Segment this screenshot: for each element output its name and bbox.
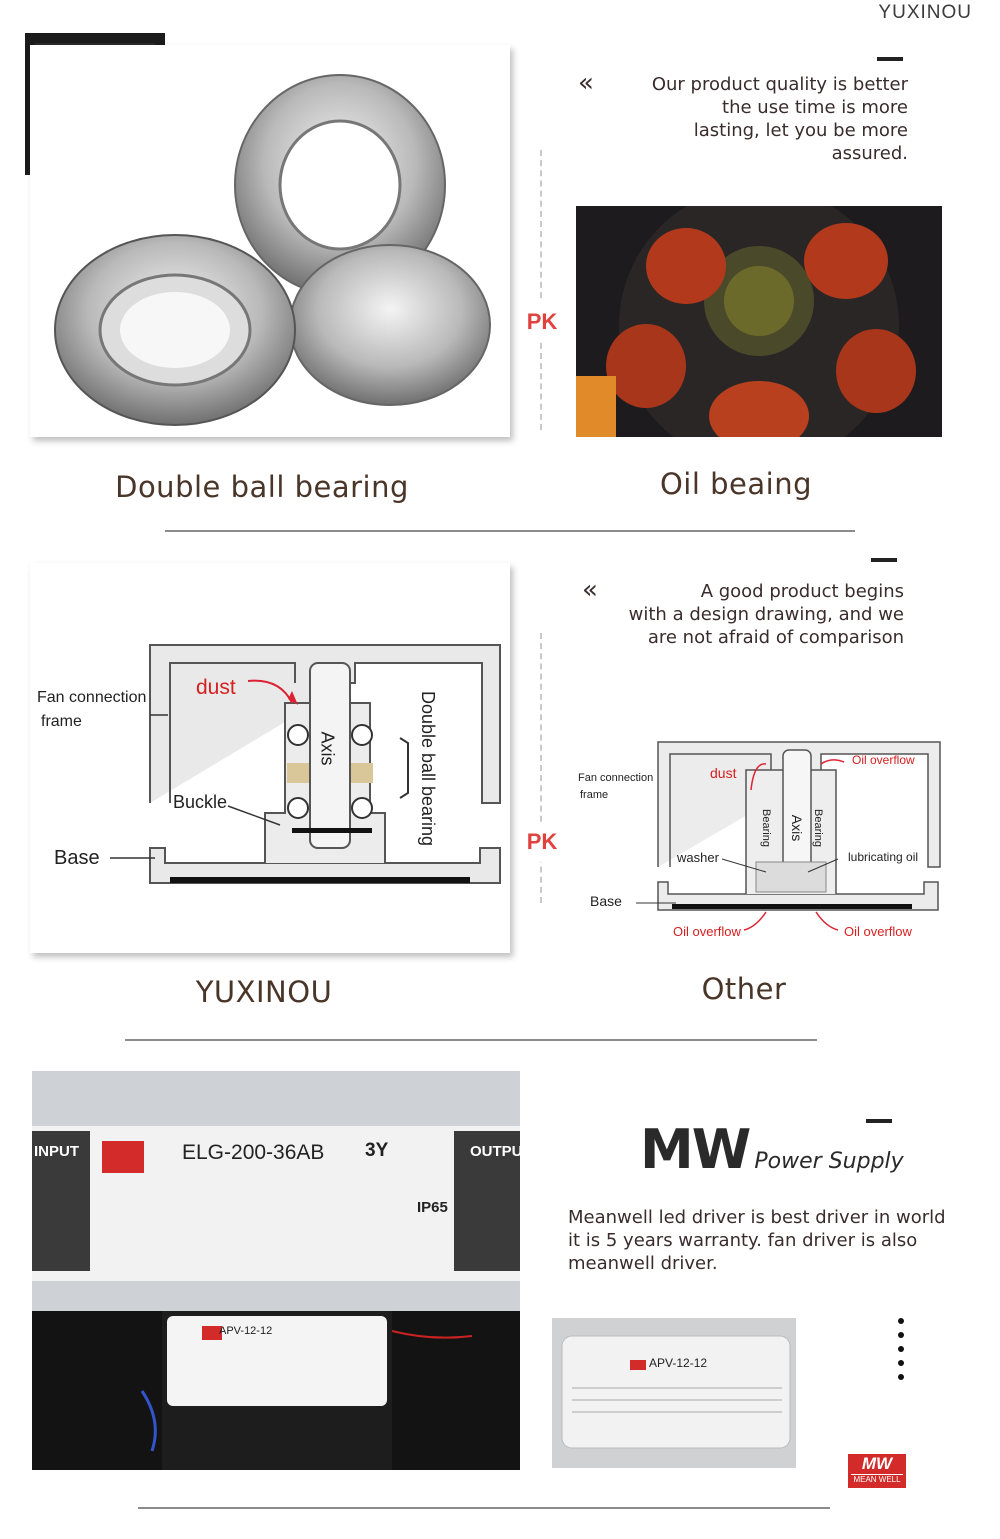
o-label-lub-oil: lubricating oil [848,850,919,864]
divider-line-1 [540,150,542,430]
label-apv-on-photo: APV-12-12 [219,1325,273,1337]
yuxinou-diagram: Fan connection frame dust Axis Buckle Ba… [30,563,510,953]
label-model-suffix: 3Y [365,1140,389,1161]
o-label-axis: Axis [789,814,806,842]
label-dust: dust [196,676,236,699]
dash-mark-2 [871,558,897,562]
o-label-oil-overflow-left: Oil overflow [673,924,741,939]
o-label-washer: washer [677,850,719,865]
mw-sub-text: Power Supply [754,1149,904,1174]
meanwell-description: Meanwell led driver is best driver in wo… [568,1207,946,1274]
o-label-bearing-left: Bearing [759,809,772,847]
label-model: ELG-200-36AB [182,1141,325,1164]
double-ball-bearing-photo [30,45,510,437]
label-apv: APV-12-12 [649,1356,708,1370]
oil-bearing-diagram [636,741,941,931]
label-input: INPUT [34,1143,79,1160]
separator-2 [125,1039,817,1041]
quote-1: Our product quality is better the use ti… [651,74,908,164]
apv-module-icon [552,1318,796,1468]
o-label-dust: dust [710,765,737,781]
label-base: Base [54,847,100,869]
pk-badge-1: PK [522,302,562,342]
pk-badge-2: PK [522,822,562,862]
label-fan-frame-2: frame [41,713,82,730]
dash-mark-1 [877,57,903,61]
meanwell-driver-photo: INPUT ELG-200-36AB 3Y OUTPU IP65 APV-12-… [32,1071,520,1470]
label-buckle: Buckle [173,792,228,812]
fan-bearing-diagram [30,563,510,953]
caption-double-ball-bearing: Double ball bearing [115,470,409,504]
o-label-fan-frame-2: frame [580,789,609,801]
separator-1 [165,530,855,532]
caption-oil-bearing: Oil beaing [659,467,813,501]
ball-bearing-icon [30,45,510,437]
chevron-quote-icon-2: « [582,575,598,605]
led-driver-icon [32,1071,520,1470]
meanwell-logo: MW MEAN WELL [848,1454,906,1488]
o-label-base: Base [590,893,622,909]
caption-yuxinou: YUXINOU [195,975,333,1009]
oil-bearing-photo [576,206,942,437]
o-label-fan-frame-1: Fan connection [578,772,654,784]
dash-mark-3 [866,1119,892,1123]
brand-name: YUXINOU [878,2,972,23]
mw-big-text: MW [640,1118,751,1181]
motor-coil-icon [576,206,942,437]
o-label-bearing-right: Bearing [811,809,824,847]
label-ip65: IP65 [417,1199,448,1216]
label-output: OUTPU [470,1143,520,1160]
divider-line-2 [540,633,542,903]
caption-other: Other [701,972,787,1006]
separator-3 [138,1507,830,1509]
label-fan-frame-1: Fan connection [37,689,147,706]
dots-icon [898,1318,906,1380]
label-axis: Axis [317,731,338,766]
apv-driver-photo: APV-12-12 [552,1318,796,1468]
o-label-oil-overflow-right: Oil overflow [844,924,912,939]
other-diagram: Fan connection frame dust Oil overflow B… [576,722,942,952]
quote-2: A good product begins with a design draw… [628,581,904,648]
label-double-ball: Double ball bearing [418,690,439,847]
o-label-oil-overflow-top: Oil overflow [852,753,915,767]
chevron-quote-icon: « [578,68,594,98]
mw-heading: MW Power Supply [640,1118,904,1181]
